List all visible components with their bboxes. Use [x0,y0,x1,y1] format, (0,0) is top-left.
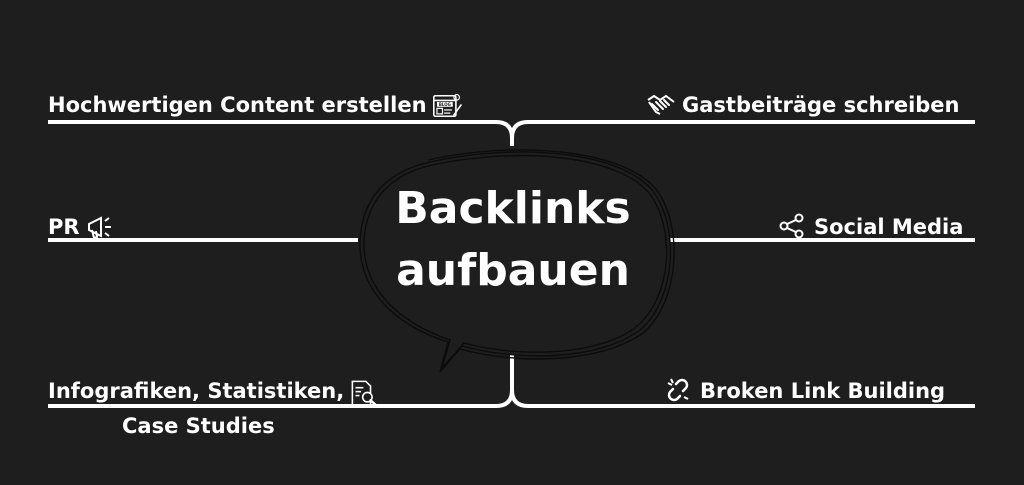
top-connector [48,120,975,146]
branch-mid-left: PR [48,212,116,242]
branch-bottom-right: Broken Link Building [664,376,945,406]
blog-icon: BLOG [432,90,463,120]
megaphone-icon [86,212,116,242]
share-icon [778,212,808,242]
branch-label: Broken Link Building [700,379,946,403]
branch-label: Gastbeiträge schreiben [682,93,960,117]
branch-top-right: Gastbeiträge schreiben [646,90,960,120]
document-search-icon [350,376,380,408]
branch-label: Hochwertigen Content erstellen [48,93,427,117]
speech-bubble [359,149,675,373]
branch-bottom-left-line2: Case Studies [122,413,275,439]
handshake-icon [646,90,676,120]
broken-link-icon [664,376,694,406]
bottom-connector [48,340,975,408]
central-topic-line2: aufbauen [396,245,630,296]
branch-label-line1: Infografiken, Statistiken, [48,379,345,403]
svg-text:BLOG: BLOG [438,102,450,107]
central-topic: Backlinks aufbauen [365,178,661,302]
branch-label: Social Media [814,215,964,239]
branch-top-left: Hochwertigen Content erstellen BLOG [48,90,463,120]
branch-mid-right: Social Media [778,212,963,242]
central-topic-line1: Backlinks [395,183,631,234]
branch-label: PR [48,215,80,239]
branch-label-line2: Case Studies [122,414,275,438]
branch-bottom-left: Infografiken, Statistiken, [48,376,380,408]
